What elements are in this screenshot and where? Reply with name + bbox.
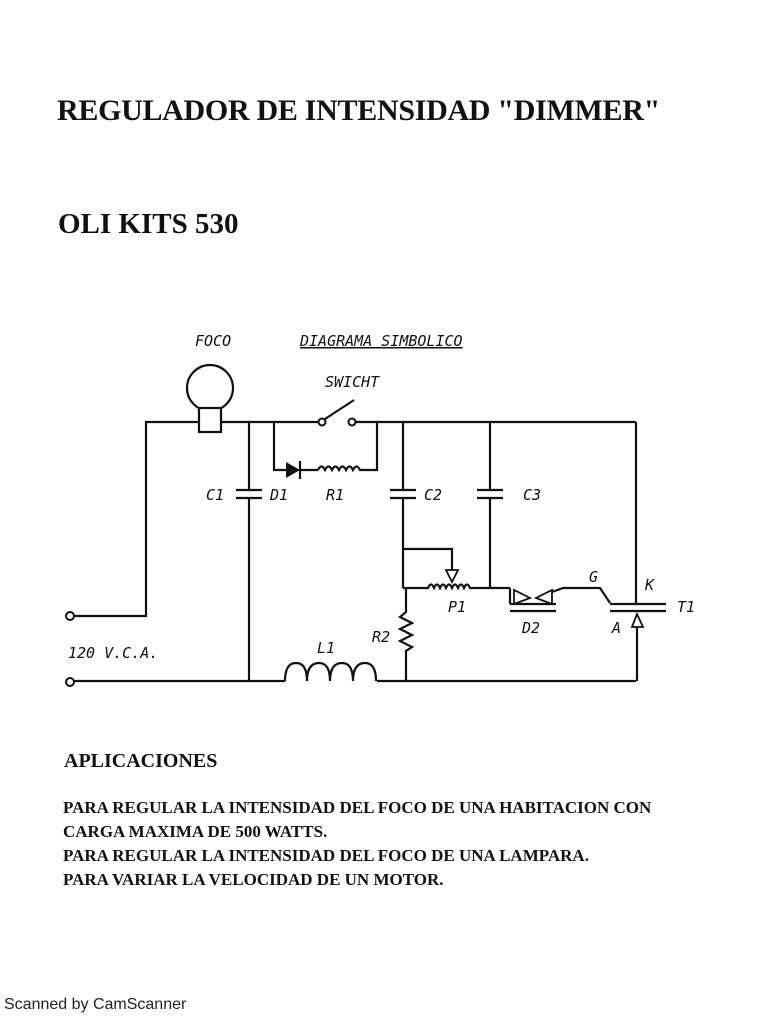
capacitor-c2 bbox=[390, 422, 416, 588]
switch-symbol bbox=[317, 399, 636, 427]
inductor-l1 bbox=[283, 661, 378, 682]
applications-list: PARA REGULAR LA INTENSIDAD DEL FOCO DE U… bbox=[63, 796, 651, 892]
lamp-symbol bbox=[185, 363, 235, 434]
label-k: K bbox=[644, 576, 655, 594]
list-item: PARA REGULAR LA INTENSIDAD DEL FOCO DE U… bbox=[63, 846, 589, 865]
potentiometer-p1 bbox=[403, 547, 510, 591]
diode-d1-resistor-r1 bbox=[272, 422, 379, 479]
label-c3: C3 bbox=[523, 486, 541, 504]
label-d2: D2 bbox=[521, 619, 540, 637]
label-l1: L1 bbox=[317, 639, 335, 657]
circuit-diagram: FOCO DIAGRAMA SIMBOLICO SWICHT C1 D1 R1 … bbox=[65, 332, 695, 687]
scanner-watermark: Scanned by CamScanner bbox=[4, 996, 187, 1013]
capacitor-c1 bbox=[236, 422, 262, 681]
label-g: G bbox=[589, 568, 598, 586]
terminal-top bbox=[65, 611, 75, 621]
label-foco: FOCO bbox=[195, 332, 231, 350]
label-switch: SWICHT bbox=[325, 373, 380, 391]
list-item: PARA REGULAR LA INTENSIDAD DEL FOCO DE U… bbox=[63, 798, 652, 817]
label-c2: C2 bbox=[424, 486, 442, 504]
applications-heading: APLICACIONES bbox=[64, 750, 218, 772]
list-item: PARA VARIAR LA VELOCIDAD DE UN MOTOR. bbox=[63, 870, 444, 889]
label-d1: D1 bbox=[269, 486, 288, 504]
label-t1: T1 bbox=[677, 598, 695, 616]
label-supply: 120 V.C.A. bbox=[68, 644, 158, 662]
label-p1: P1 bbox=[448, 598, 466, 616]
document-title: REGULADOR DE INTENSIDAD "DIMMER" bbox=[57, 94, 660, 127]
diac-d2 bbox=[508, 586, 611, 613]
kit-name: OLI KITS 530 bbox=[58, 208, 239, 240]
label-a: A bbox=[611, 619, 621, 637]
terminal-bottom bbox=[65, 677, 75, 687]
resistor-r2 bbox=[397, 588, 415, 681]
label-c1: C1 bbox=[206, 486, 224, 504]
diagram-heading: DIAGRAMA SIMBOLICO bbox=[299, 332, 463, 350]
list-item: CARGA MAXIMA DE 500 WATTS. bbox=[63, 822, 328, 841]
label-r1: R1 bbox=[326, 486, 344, 504]
label-r2: R2 bbox=[372, 628, 390, 646]
capacitor-c3 bbox=[477, 422, 503, 588]
triac-t1 bbox=[610, 422, 666, 681]
